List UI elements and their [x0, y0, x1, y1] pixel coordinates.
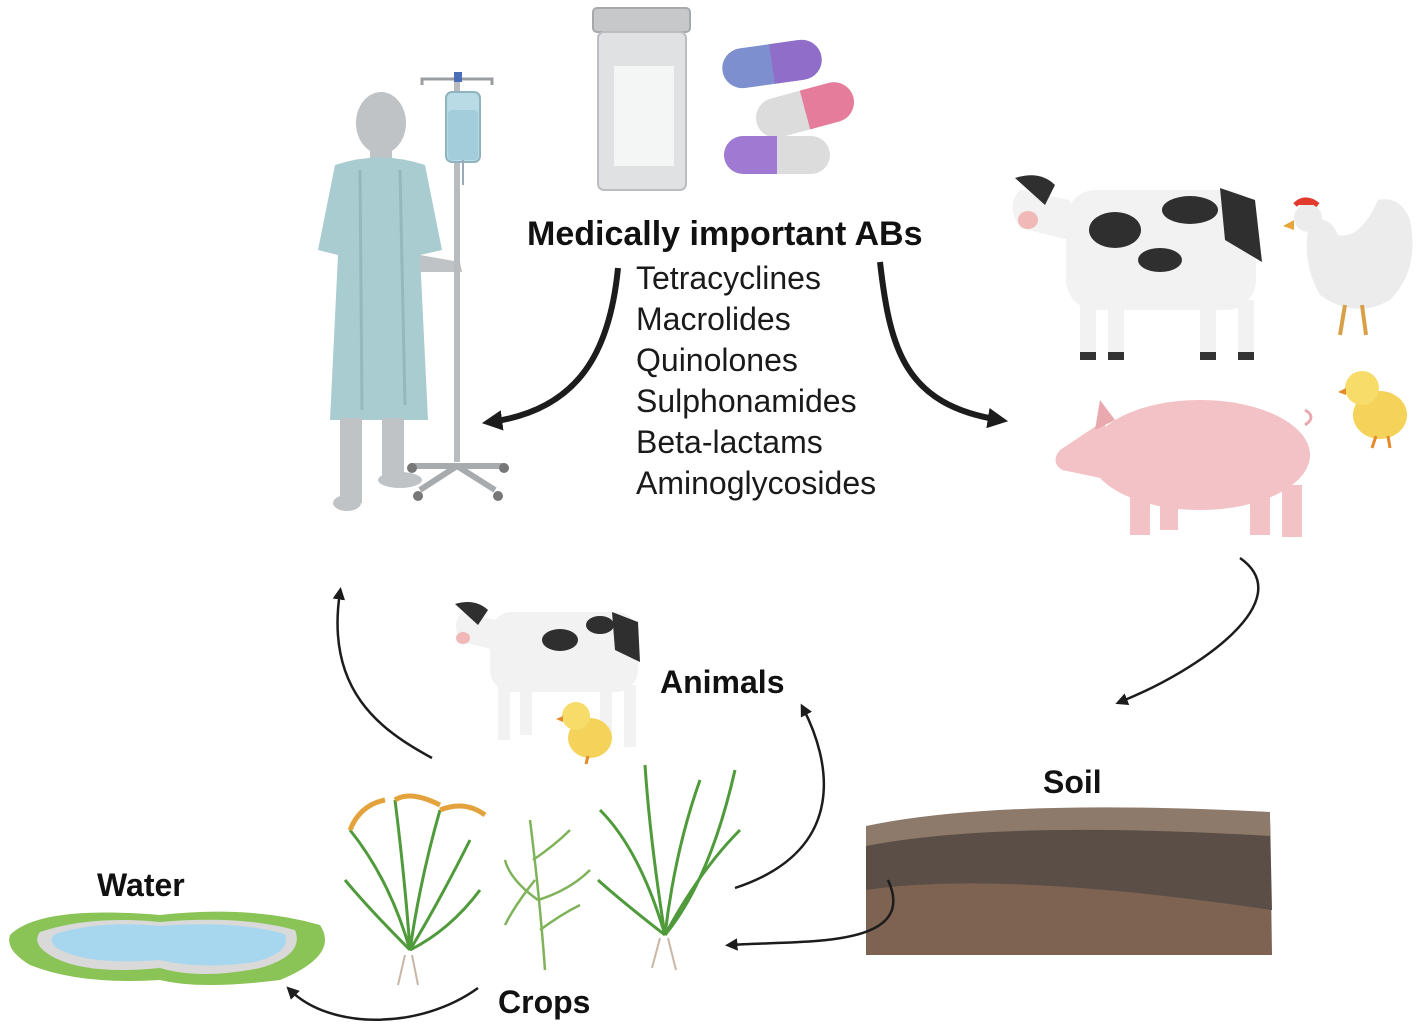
- water-label: Water: [97, 867, 185, 903]
- page-title: Medically important ABs: [527, 215, 923, 253]
- arrow-crops-to-animals: [734, 703, 826, 890]
- arrow-crops-to-water: [286, 986, 479, 1021]
- grass-plant-icon: [596, 764, 742, 971]
- chicken-icon: [1283, 197, 1413, 336]
- capsule-icon: [722, 39, 854, 174]
- list-item: Quinolones: [636, 342, 798, 378]
- arrow-crops-to-humans: [332, 587, 433, 760]
- list-item: Sulphonamides: [636, 383, 857, 419]
- list-item: Tetracyclines: [636, 260, 821, 296]
- pill-bottle-icon: [592, 7, 691, 191]
- animals-label: Animals: [660, 664, 785, 700]
- antibiotic-list: Tetracyclines Macrolides Quinolones Sulp…: [636, 258, 876, 504]
- arrow-abs-to-humans: [481, 267, 621, 431]
- soil-label: Soil: [1043, 764, 1102, 800]
- cow-icon: [455, 602, 640, 747]
- pig-icon: [1055, 400, 1313, 537]
- arrow-soil-to-crops: [725, 879, 895, 951]
- iv-stand-icon: [407, 72, 509, 501]
- water-pond-icon: [9, 911, 326, 985]
- chick-icon: [1338, 371, 1407, 449]
- list-item: Macrolides: [636, 301, 791, 337]
- crops-label: Crops: [498, 984, 591, 1020]
- list-item: Beta-lactams: [636, 424, 823, 460]
- list-item: Aminoglycosides: [636, 465, 877, 501]
- arrow-animals-to-soil: [1115, 556, 1260, 706]
- chick-icon: [556, 702, 612, 765]
- rice-plant-icon: [343, 793, 487, 986]
- cow-icon: [1012, 175, 1262, 360]
- patient-icon: [318, 92, 462, 511]
- soil-icon: [866, 807, 1272, 955]
- arrow-abs-to-animals: [877, 261, 1009, 429]
- vetch-plant-icon: [503, 819, 591, 971]
